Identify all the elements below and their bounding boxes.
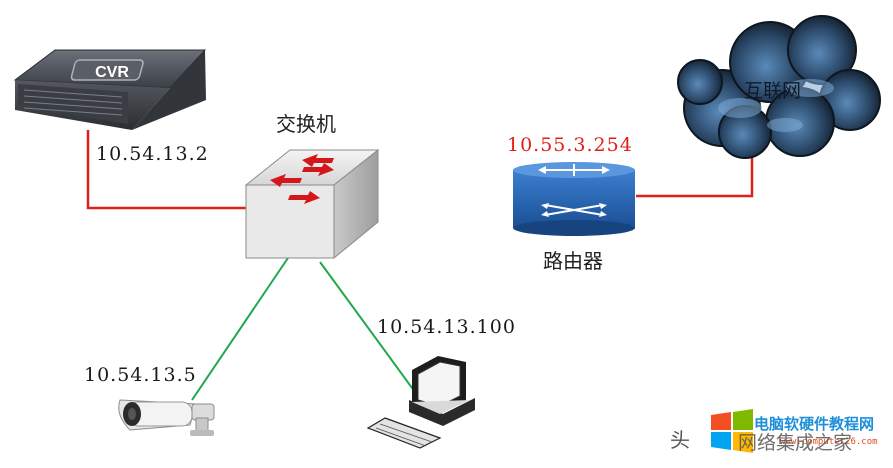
link-cvr-switch: [86, 130, 248, 210]
camera-ip-label: 10.54.13.5: [84, 364, 197, 386]
switch-icon: [244, 148, 380, 260]
link-switch-camera: [191, 254, 291, 401]
windows-logo-icon: [711, 409, 753, 453]
watermark-url: www.computer26.com: [780, 437, 878, 447]
cvr-badge: CVR: [95, 64, 129, 81]
server-icon: [13, 49, 207, 130]
watermark-prefix: 头: [670, 428, 690, 452]
link-switch-pc: [319, 261, 416, 393]
watermark-suffix: 网络集成之家: [738, 432, 853, 454]
camera-icon: [118, 399, 215, 436]
links: [86, 130, 754, 401]
pc-ip-label: 10.54.13.100: [377, 316, 516, 338]
watermark-brand: 电脑软硬件教程网: [754, 415, 875, 433]
cloud-icon: [677, 15, 881, 159]
internet-name-label: 互联网: [744, 80, 802, 102]
router-icon: [513, 162, 635, 236]
link-router-internet: [636, 150, 754, 198]
switch-name-label: 交换机: [276, 112, 336, 136]
pc-icon: [366, 356, 475, 449]
cvr-ip-label: 10.54.13.2: [96, 143, 209, 165]
router-ip-label: 10.55.3.254: [507, 134, 633, 156]
router-name-label: 路由器: [543, 249, 603, 273]
